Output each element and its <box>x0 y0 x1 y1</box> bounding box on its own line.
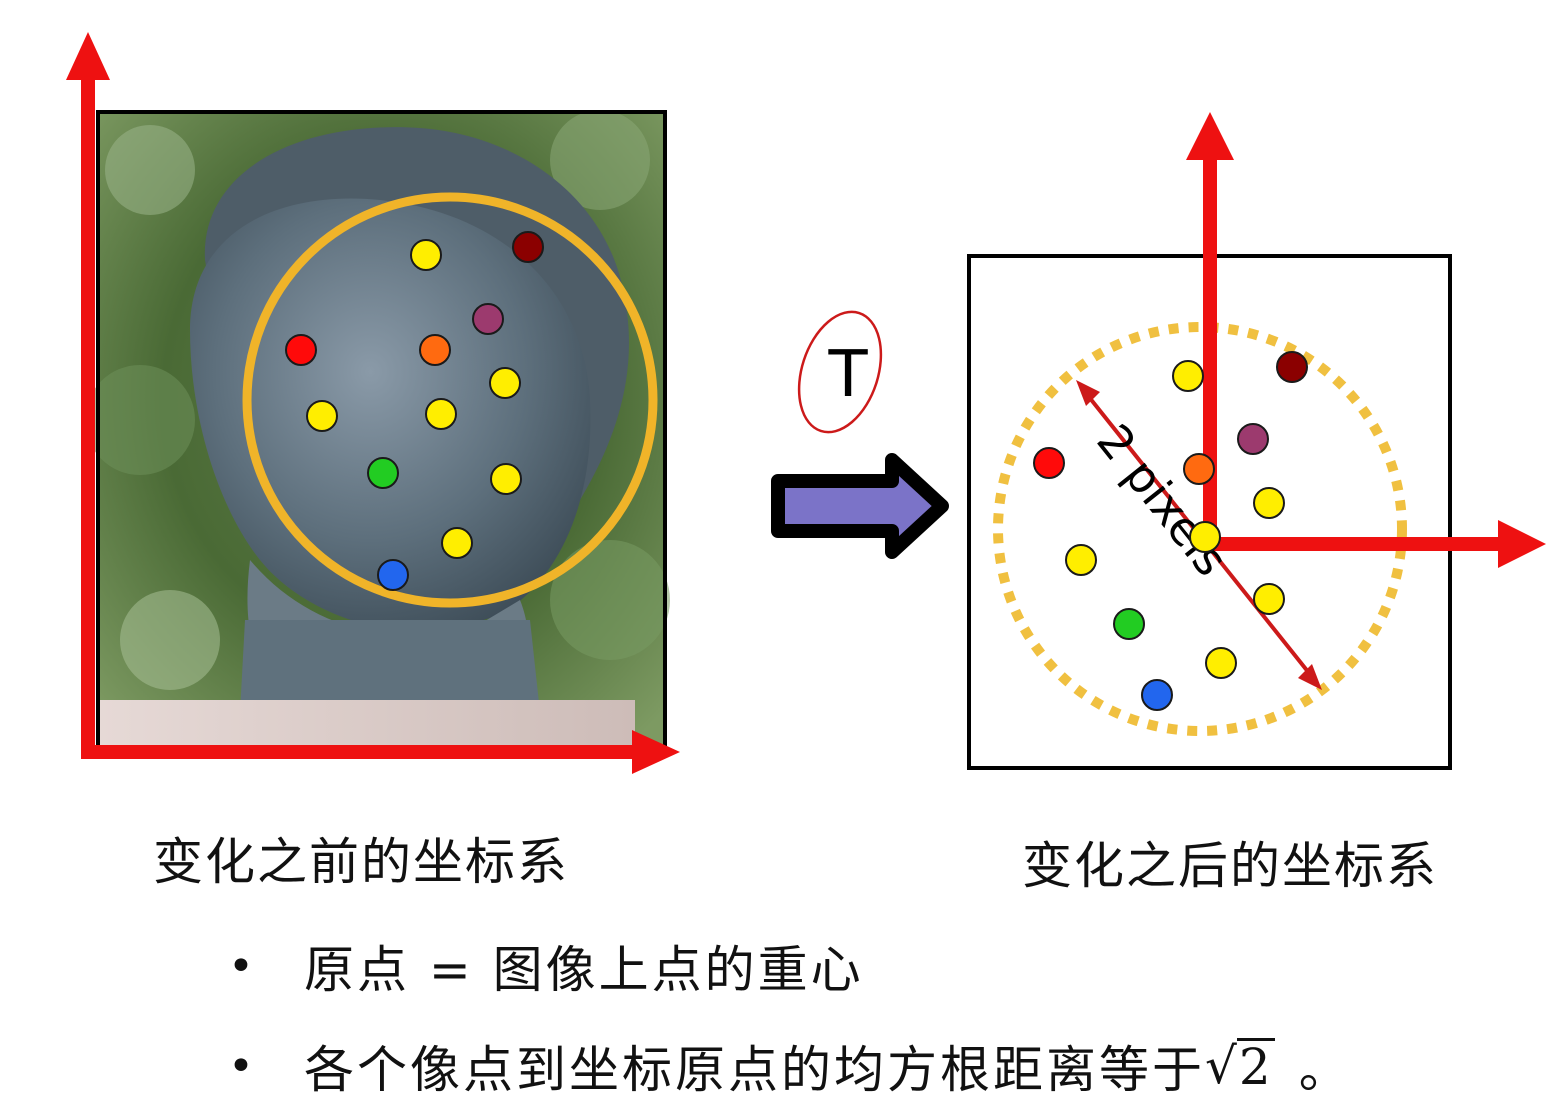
purple-point <box>472 303 504 335</box>
blue-point <box>1141 679 1173 711</box>
yellow-point <box>1253 487 1285 519</box>
transform: T <box>771 310 949 559</box>
before-points <box>285 231 544 591</box>
green-point <box>1113 608 1145 640</box>
y-axis-arrowhead <box>1186 112 1234 160</box>
sqrt-symbol: √ <box>1205 1037 1237 1095</box>
caption-before: 变化之前的坐标系 <box>153 833 569 891</box>
sqrt-radicand: 2 <box>1236 1038 1275 1094</box>
red-point <box>285 334 317 366</box>
after-axes <box>1186 112 1546 568</box>
centroid-circle <box>242 192 658 608</box>
before-axes <box>66 32 680 774</box>
unit-circle-dotted <box>993 322 1407 736</box>
yellow-point <box>489 367 521 399</box>
purple-point <box>1237 423 1269 455</box>
yellow-point <box>425 398 457 430</box>
blue-point <box>377 559 409 591</box>
bullet-marker: • <box>228 1040 254 1092</box>
before-panel <box>66 32 680 774</box>
yellow-point <box>1189 521 1221 553</box>
handwritten-circle <box>797 310 883 434</box>
yellow-point <box>410 239 442 271</box>
orange-point <box>419 334 451 366</box>
caption-after: 变化之后的坐标系 <box>1022 837 1438 895</box>
yellow-point <box>441 527 473 559</box>
red-point <box>1033 447 1065 479</box>
yellow-point <box>306 400 338 432</box>
yellow-point <box>1065 544 1097 576</box>
transform-label: T <box>827 338 868 412</box>
bust-plinth <box>100 700 635 748</box>
yellow-point <box>1205 647 1237 679</box>
distance-arrowhead-end <box>1298 664 1322 690</box>
after-panel: 2 pixels <box>967 112 1546 770</box>
yellow-point <box>1172 360 1204 392</box>
transform-arrow <box>771 453 949 559</box>
x-axis-arrowhead <box>1498 520 1546 568</box>
after-points <box>1033 351 1308 711</box>
bullet-text: 原点 = 图像上点的重心 <box>304 941 864 999</box>
yellow-point <box>1253 583 1285 615</box>
bust-photo <box>85 110 670 748</box>
bullet-marker: • <box>228 940 254 992</box>
sentence-period: 。 <box>1298 1041 1349 1099</box>
dark-red-point <box>1276 351 1308 383</box>
bullet-item: • 各个像点到坐标原点的均方根距离等于 √2 。 <box>228 1030 1349 1102</box>
green-point <box>367 457 399 489</box>
y-axis-arrowhead <box>66 32 110 80</box>
bullet-item: • 原点 = 图像上点的重心 <box>228 930 864 1002</box>
orange-point <box>1183 453 1215 485</box>
yellow-point <box>490 463 522 495</box>
dark-red-point <box>512 231 544 263</box>
x-axis-arrowhead <box>632 730 680 774</box>
bust-neck <box>240 620 540 712</box>
bullet-text: 各个像点到坐标原点的均方根距离等于 <box>304 1041 1205 1099</box>
distance-arrowhead-start <box>1076 380 1100 406</box>
